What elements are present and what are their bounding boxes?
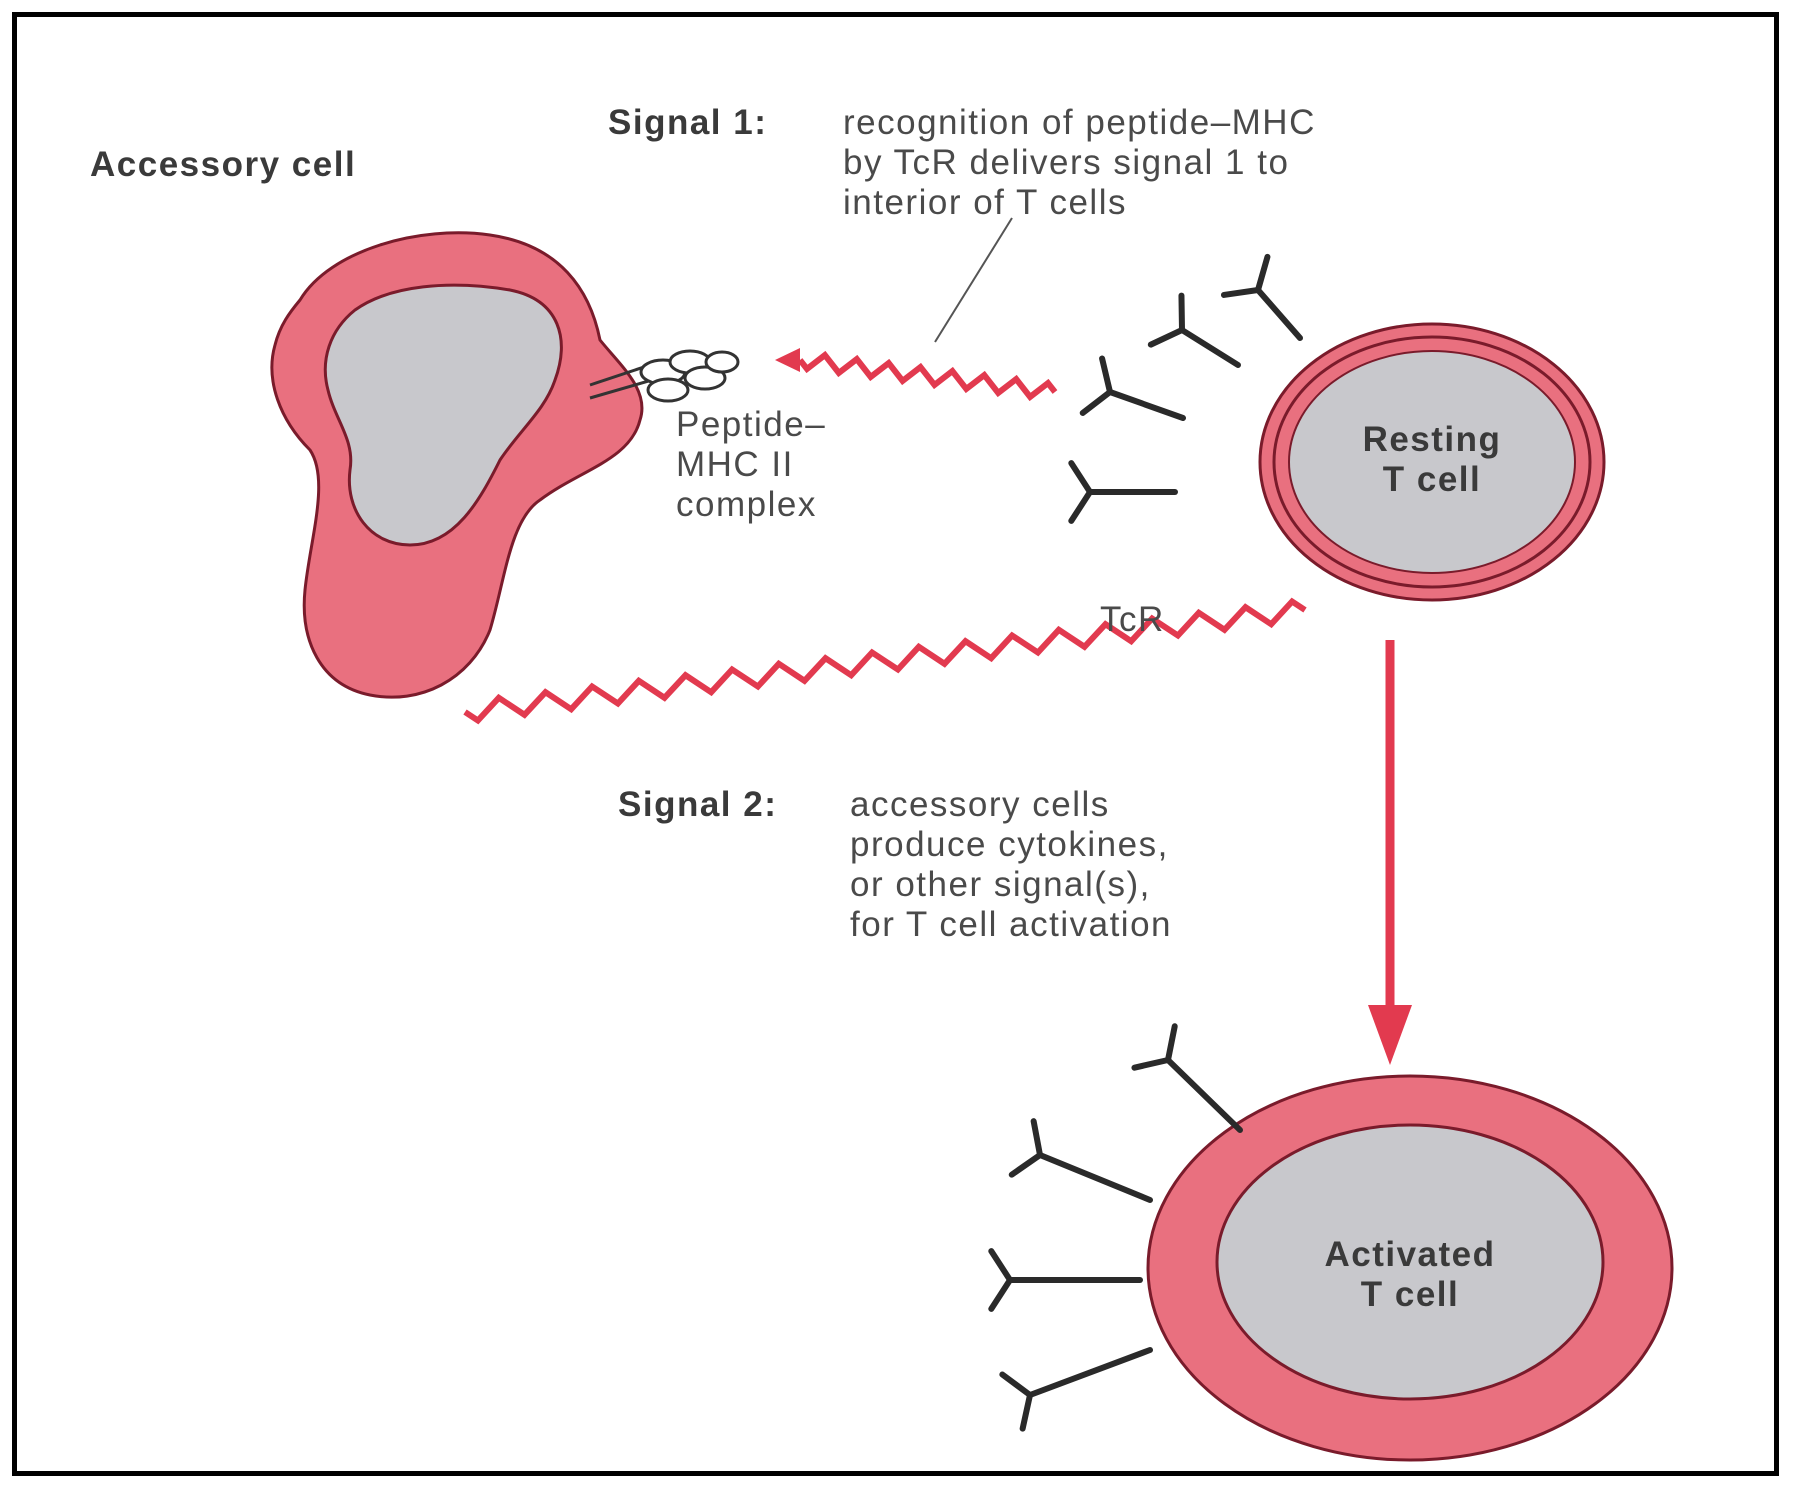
activated-t-cell-label: Activated T cell [1324,1235,1496,1314]
signal-2-description: accessory cells produce cytokines, or ot… [850,785,1173,944]
signal-1-arrowhead [775,348,800,372]
peptide-mhc-complex [589,349,740,403]
accessory-cell-nucleus [323,283,563,547]
signal-1-heading: Signal 1: [608,103,768,142]
receptor-icon [1068,460,1178,524]
signal-2-wave [463,597,1307,725]
resting-t-cell-receptors [1068,253,1303,524]
receptor-icon [1220,253,1303,341]
receptor-icon [1008,1118,1153,1203]
signal-1-wave [797,350,1058,402]
receptor-icon [988,1248,1143,1312]
resting-t-cell-label: Resting T cell [1362,420,1502,499]
receptor-icon [999,1347,1153,1432]
signal-2-heading: Signal 2: [618,785,778,824]
receptor-icon [1147,292,1241,368]
activated-t-cell [1146,1074,1674,1462]
peptide-mhc-label: Peptide– MHC II complex [676,405,827,524]
resting-t-cell-inner-membrane [1272,335,1592,589]
accessory-cell [270,231,644,699]
resting-t-cell-cytoplasm [1288,350,1576,574]
signal-1-leader-line [934,217,1013,343]
receptor-icon [1131,1023,1243,1133]
activated-t-cell-receptors [988,1023,1243,1432]
receptor-icon [1079,355,1186,421]
activation-arrow [1368,640,1412,1065]
signal-1-description: recognition of peptide–MHC by TcR delive… [843,103,1316,222]
accessory-cell-label: Accessory cell [90,145,357,184]
resting-t-cell [1258,322,1606,602]
tcr-label: TcR [1100,600,1165,639]
activated-t-cell-cytoplasm [1215,1123,1605,1401]
